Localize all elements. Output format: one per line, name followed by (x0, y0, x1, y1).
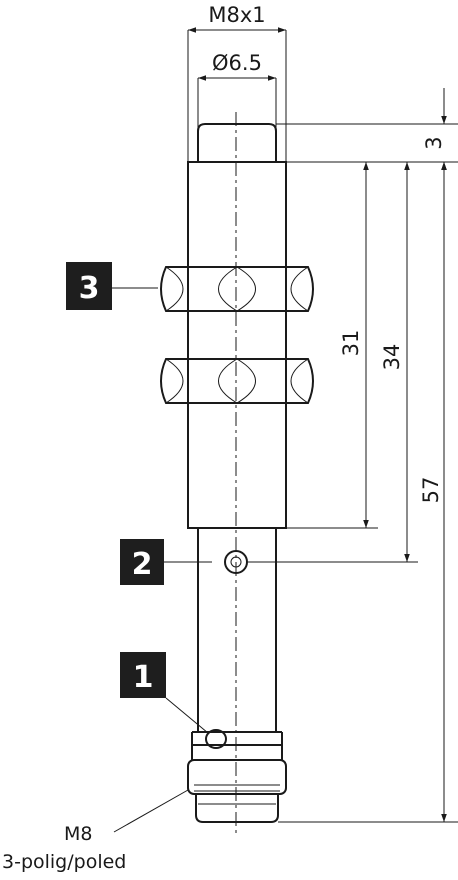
callout-1-number: 1 (133, 660, 154, 695)
callout-badge-1: 1 (120, 652, 166, 698)
diameter-dimension-label: Ø6.5 (212, 51, 262, 75)
thread-dimension-label: M8x1 (208, 3, 265, 27)
dim-34-label: 34 (380, 344, 404, 371)
callout-badge-2: 2 (120, 539, 164, 585)
connector-hole (205, 729, 227, 749)
callout-3-number: 3 (79, 271, 100, 306)
connector-leader (113, 789, 189, 833)
callout-2-number: 2 (132, 547, 153, 582)
connector-label-line1: M8 (64, 823, 92, 845)
total-length-label: 57 (419, 477, 443, 504)
dimension-thread: M8x1 (187, 3, 287, 162)
dimension-diameter: Ø6.5 (197, 51, 277, 128)
hex-nut-upper (160, 266, 314, 312)
connector-label-line2: 3-polig/poled (2, 851, 126, 873)
m8-connector (187, 759, 287, 823)
dimension-total-length: 57 (419, 162, 447, 822)
hex-nut-lower (160, 358, 314, 404)
dimension-extension-lines (248, 123, 458, 823)
tip-length-label: 3 (422, 136, 446, 149)
dim-31-label: 31 (339, 330, 363, 357)
dimension-tip-length: 3 (422, 88, 447, 196)
dimension-31: 31 (339, 162, 369, 528)
sensor-body (187, 123, 287, 760)
callout-leader-1 (165, 697, 209, 734)
callout-badge-3: 3 (66, 262, 112, 310)
dimension-34: 34 (380, 162, 410, 562)
